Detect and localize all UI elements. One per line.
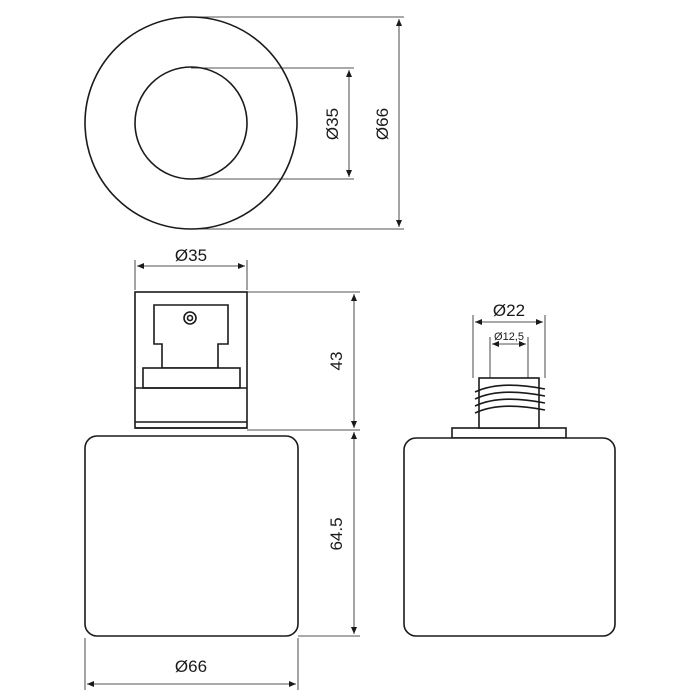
top-inner-circle: [134, 66, 248, 180]
top-view: Ø35 Ø66: [84, 16, 404, 230]
side-view: Ø22 Ø12,5: [403, 301, 616, 637]
label-top-inner-dia: Ø35: [323, 108, 342, 140]
neck-base: [451, 427, 567, 439]
top-outer-circle: [84, 16, 298, 230]
bottle-body-front: [84, 435, 299, 637]
bottle-body-side: [403, 437, 616, 637]
label-top-outer-dia: Ø66: [373, 108, 392, 140]
label-neck-inner: Ø12,5: [494, 331, 524, 343]
nozzle-icon: [183, 311, 197, 325]
label-pump-width: Ø35: [175, 246, 207, 265]
label-neck-outer: Ø22: [493, 301, 525, 320]
front-view: Ø35 43 64.5 Ø66: [84, 246, 360, 690]
pump-actuator: [153, 304, 229, 369]
label-bottle-height: 64.5: [327, 517, 346, 550]
label-bottle-width: Ø66: [175, 657, 207, 676]
label-pump-height: 43: [327, 352, 346, 371]
pump-collar: [142, 367, 241, 389]
